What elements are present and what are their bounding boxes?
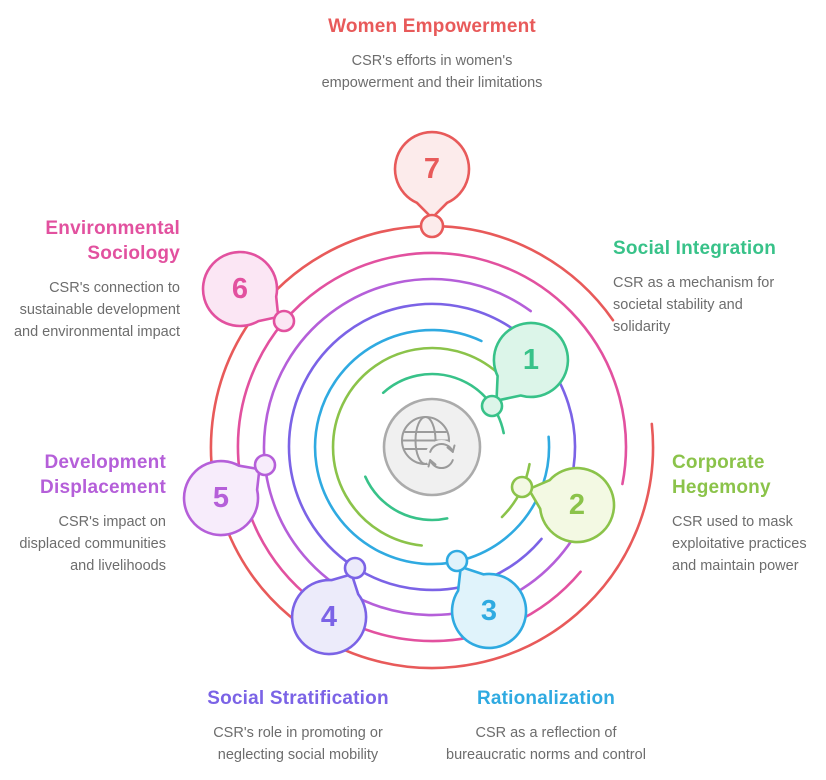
topic-description: CSR as a reflection of bureaucratic norm… <box>446 725 646 764</box>
ring-arc-3-0 <box>313 328 551 566</box>
globe-sync-icon <box>401 416 458 472</box>
ring-node-6 <box>272 309 296 333</box>
topic-block-6: Environmental Sociology CSR's connection… <box>10 216 180 343</box>
bubble-number-5: 5 <box>213 482 229 514</box>
topic-description: CSR's efforts in women's empowerment and… <box>321 53 543 92</box>
topic-title-social-integration: Social Integration <box>613 238 777 259</box>
bubble-number-1: 1 <box>523 344 539 376</box>
topic-bubble-5: 5 <box>182 453 277 537</box>
speech-bubble-shape <box>182 459 261 537</box>
speech-bubble-shape <box>527 466 616 544</box>
ring-node-7 <box>419 213 445 239</box>
topic-description: CSR used to mask exploitative practices … <box>672 514 807 575</box>
ring-node-2 <box>510 475 534 499</box>
topic-block-7: Women Empowerment CSR's efforts in women… <box>312 14 552 94</box>
bubble-number-4: 4 <box>321 601 337 633</box>
topic-block-3: Rationalization CSR as a reflection of b… <box>441 686 651 766</box>
topic-bubble-2: 2 <box>510 466 616 544</box>
topic-block-1: Social Integration CSR as a mechanism fo… <box>613 236 785 338</box>
bubble-number-7: 7 <box>424 153 440 185</box>
topic-bubble-6: 6 <box>201 250 296 333</box>
speech-bubble-shape <box>492 321 570 402</box>
speech-bubble-shape <box>201 250 280 328</box>
ring-arc-2-0 <box>331 346 504 547</box>
topic-bubble-7: 7 <box>393 130 471 239</box>
topic-block-2: Corporate Hegemony CSR used to mask expl… <box>672 450 826 577</box>
topic-bubble-1: 1 <box>480 321 570 418</box>
topic-title-development-displacement: Development Displacement <box>40 452 166 499</box>
ring-node-4 <box>343 556 367 580</box>
topic-block-5: Development Displacement CSR's impact on… <box>0 450 166 577</box>
speech-bubble-shape <box>290 572 368 656</box>
topic-description: CSR's connection to sustainable developm… <box>13 280 180 341</box>
speech-bubble-shape <box>393 130 471 220</box>
center-hub <box>382 397 482 497</box>
topic-bubble-3: 3 <box>445 549 528 650</box>
bubble-number-3: 3 <box>481 595 497 627</box>
topic-description: CSR's impact on displaced communities an… <box>19 514 166 575</box>
ring-arc-6-0 <box>236 251 628 643</box>
topic-title-social-stratification: Social Stratification <box>207 688 389 709</box>
ring-node-5 <box>253 453 277 477</box>
ring-arc-1-1 <box>364 475 449 522</box>
ring-node-1 <box>480 394 504 418</box>
speech-bubble-shape <box>450 565 528 650</box>
topic-block-4: Social Stratification CSR's role in prom… <box>183 686 413 766</box>
topic-title-environmental-sociology: Environmental Sociology <box>45 218 180 265</box>
ring-node-3 <box>445 549 469 573</box>
topic-bubble-4: 4 <box>290 556 368 656</box>
topic-title-rationalization: Rationalization <box>476 688 616 709</box>
topic-description: CSR as a mechanism for societal stabilit… <box>613 275 775 336</box>
bubble-number-2: 2 <box>569 489 585 521</box>
topic-description: CSR's role in promoting or neglecting so… <box>213 725 383 764</box>
bubble-number-6: 6 <box>232 273 248 305</box>
topic-title-women-empowerment: Women Empowerment <box>328 16 536 37</box>
topic-title-corporate-hegemony: Corporate Hegemony <box>672 452 771 499</box>
